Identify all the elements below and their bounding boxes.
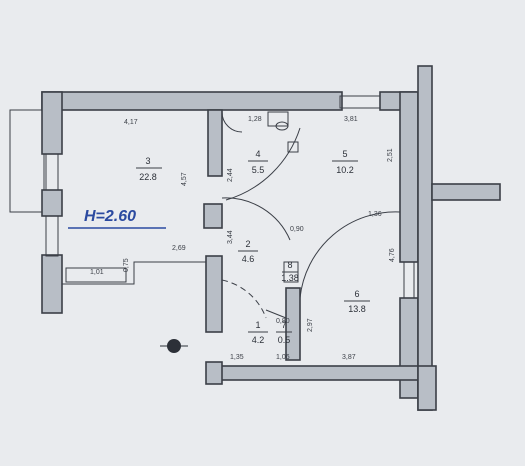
dim-3-81: 3,81 xyxy=(344,116,358,123)
doors xyxy=(221,111,401,319)
room-2-area: 4.6 xyxy=(242,254,255,264)
dim-1-01: 1,01 xyxy=(90,269,104,276)
room-4-number: 4 xyxy=(255,149,260,159)
room-6-area: 13.8 xyxy=(348,304,366,314)
dim-2-97: 2,97 xyxy=(307,318,314,332)
dim-0-90: 0,90 xyxy=(290,226,304,233)
dimension-labels: 4,17 1,28 3,81 4,57 2,44 2,51 2,69 0,90 … xyxy=(90,116,396,361)
dim-2-44: 2,44 xyxy=(227,168,234,182)
dim-1-28: 1,28 xyxy=(248,116,262,123)
room-8-number: 8 xyxy=(287,260,292,270)
dim-2-69: 2,69 xyxy=(172,245,186,252)
balcony xyxy=(9,109,45,213)
walls xyxy=(41,65,501,411)
dim-0-75: 0,75 xyxy=(123,258,130,272)
dim-3-87: 3,87 xyxy=(342,354,356,361)
dim-4-57: 4,57 xyxy=(181,172,188,186)
dim-3-44: 3,44 xyxy=(227,230,234,244)
room-3-area: 22.8 xyxy=(139,172,157,182)
room-8-area: 1.38 xyxy=(281,273,299,283)
room-7-number: 7 xyxy=(281,320,286,330)
room-3-number: 3 xyxy=(145,156,150,166)
dim-0-80: 0,80 xyxy=(276,318,290,325)
ceiling-height: H=2.60 xyxy=(68,208,166,229)
dim-1-36: 1,36 xyxy=(368,211,382,218)
room-6-number: 6 xyxy=(354,289,359,299)
dim-1-35: 1,35 xyxy=(230,354,244,361)
room-7-area: 0.5 xyxy=(278,335,291,345)
room-2-number: 2 xyxy=(245,239,250,249)
windows xyxy=(45,95,415,299)
dim-4-17: 4,17 xyxy=(124,119,138,126)
room-1-area: 4.2 xyxy=(252,335,265,345)
room-labels: 3 22.8 4 5.5 5 10.2 2 4.6 8 1.38 6 13.8 … xyxy=(136,149,370,345)
ceiling-height-label: H=2.60 xyxy=(84,208,136,225)
room-1-number: 1 xyxy=(255,320,260,330)
room-4-area: 5.5 xyxy=(252,165,265,175)
fixtures xyxy=(65,111,299,283)
dim-4-76: 4,76 xyxy=(389,248,396,262)
north-arrow-icon xyxy=(160,339,188,353)
room-5-number: 5 xyxy=(342,149,347,159)
dim-1-06: 1,06 xyxy=(276,354,290,361)
room-5-area: 10.2 xyxy=(336,165,354,175)
dim-2-51: 2,51 xyxy=(387,148,394,162)
